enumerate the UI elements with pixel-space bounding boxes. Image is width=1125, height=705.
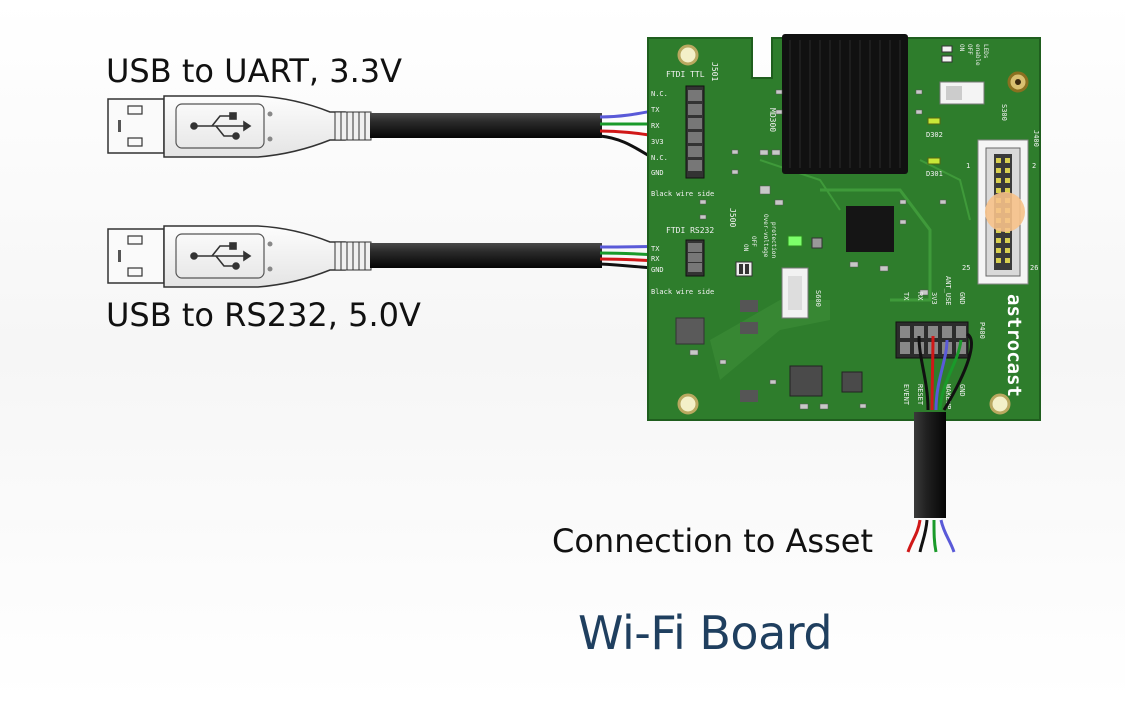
chip-left [675,317,705,345]
j501-pin-3: RX [651,122,660,130]
led-enable-2: enable [974,44,981,66]
j500-pin-3: GND [651,266,664,274]
j400-pin-25: 25 [962,264,970,272]
usb-uart-cable [107,95,695,172]
j500-pin-1: TX [651,245,660,253]
label-j500: J500 [728,208,737,227]
led-d301 [927,157,941,165]
mode-switch [735,261,753,277]
center-chip [846,206,894,252]
asset-cable-jacket [914,412,946,518]
label-j501-title: FTDI TTL [666,70,705,79]
ovp-label-1: Over-voltage [762,214,769,258]
usb-plug-metal [107,98,165,154]
label-d302: D302 [926,131,943,139]
p400-pin-event: EVENT [902,384,910,406]
p400-pin-wakeup: WAKEUP [944,384,952,409]
connector-j400 [977,139,1029,285]
label-s600: S600 [814,290,822,307]
usb-strain-relief [334,111,372,141]
asset-cable-ends [906,519,956,553]
usb-cable-jacket [370,113,602,138]
smd-components [689,89,947,410]
j501-black-wire-note: Black wire side [651,190,714,198]
p400-pin-ant-use: ANT_USE [944,276,952,306]
usb-rs232-cable [107,225,695,288]
usb-logo-frame [175,103,265,149]
brand-logo: astrocast [1003,294,1025,397]
led-enable-1: LEDs [982,44,989,59]
switch-on-label: ON [742,244,749,252]
label-md300: MD300 [768,108,777,132]
switch-off-label: OFF [750,236,757,247]
header-j501 [685,85,705,179]
j501-pin-5: N.C. [651,154,668,162]
label-s300: S300 [1000,104,1008,121]
p400-pin-tx: TX [902,292,910,301]
j501-pin-2: TX [651,106,660,114]
j500-black-wire-note: Black wire side [651,288,714,296]
usb-trident-icon [190,112,252,140]
p400-pin-reset: RESET [916,384,924,406]
led-enable-off: OFF [966,44,973,55]
ovp-label-2: protection [770,222,777,259]
j501-pin-1: N.C. [651,90,668,98]
p400-pin-gnd-2: GND [958,384,966,397]
diagram-title: Wi-Fi Board [578,606,833,660]
j400-pin-1: 1 [966,162,970,170]
label-d301: D301 [926,170,943,178]
caption-usb-rs232: USB to RS232, 5.0V [106,296,421,334]
mounting-holes [677,44,1029,415]
j500-pin-2: RX [651,255,660,263]
caption-usb-uart: USB to UART, 3.3V [106,52,403,90]
wifi-module [782,34,908,174]
usb-trident-icon [190,242,252,270]
label-j501: J501 [710,62,719,81]
j501-pin-4: 3V3 [651,138,664,146]
p400-pin-gnd: GND [958,292,966,305]
asset-wires [917,332,973,411]
label-j500-title: FTDI RS232 [666,226,714,235]
pcb-board: MD300 FTDI TTL J501 N.C. TX RX 3V3 N.C. … [647,34,1041,421]
led-enable-on: ON [958,44,965,52]
chip-bottom-b [841,371,863,393]
green-led [787,235,803,247]
chip-bottom-a [789,365,823,397]
label-p400: P400 [978,322,986,339]
header-j500 [685,239,705,277]
p400-pin-rx: RX [916,292,924,301]
label-j400: J400 [1032,130,1040,147]
j400-pin-26: 26 [1030,264,1038,272]
caption-connection-to-asset: Connection to Asset [552,522,873,560]
j400-pin-2: 2 [1032,162,1036,170]
p400-pin-3v3: 3V3 [930,292,938,305]
highlight-dot [985,192,1025,232]
led-d302 [927,117,941,125]
j501-pin-6: GND [651,169,664,177]
